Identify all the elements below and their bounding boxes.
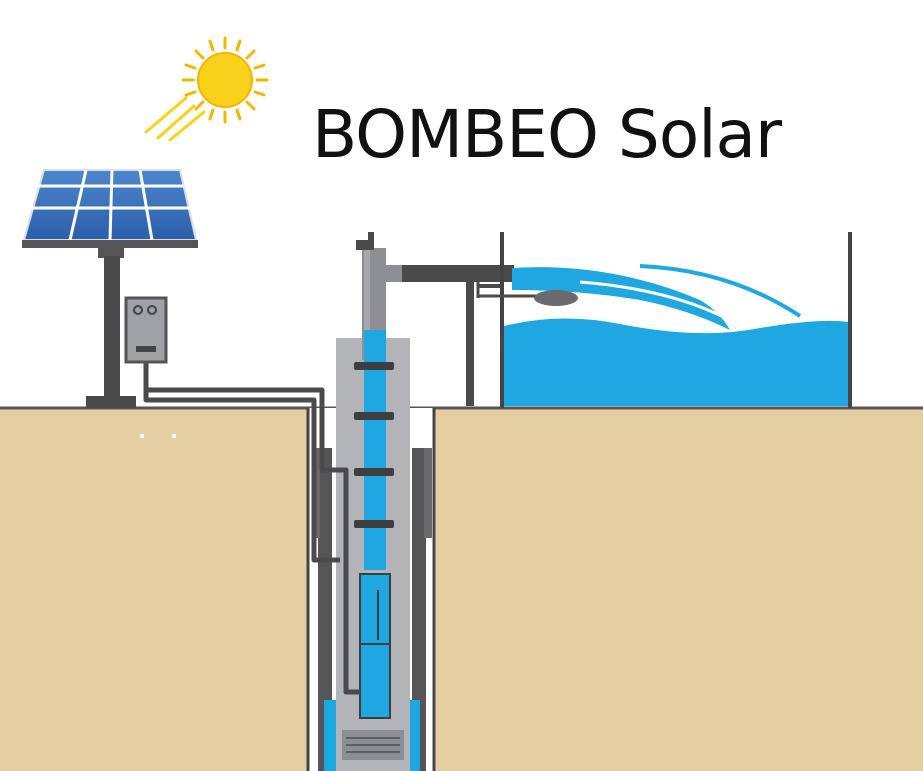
riser-pipe xyxy=(354,232,394,570)
ground-marks xyxy=(140,434,176,438)
submersible-pump xyxy=(359,573,391,719)
diagram-title: BOMBEO Solar xyxy=(312,96,782,173)
water-tank xyxy=(476,232,852,408)
discharge-pipe xyxy=(386,265,514,406)
solar-panel xyxy=(22,169,198,408)
power-cable xyxy=(143,362,360,695)
controller-box xyxy=(124,296,168,364)
sun-icon xyxy=(144,36,269,142)
ground xyxy=(0,406,923,771)
